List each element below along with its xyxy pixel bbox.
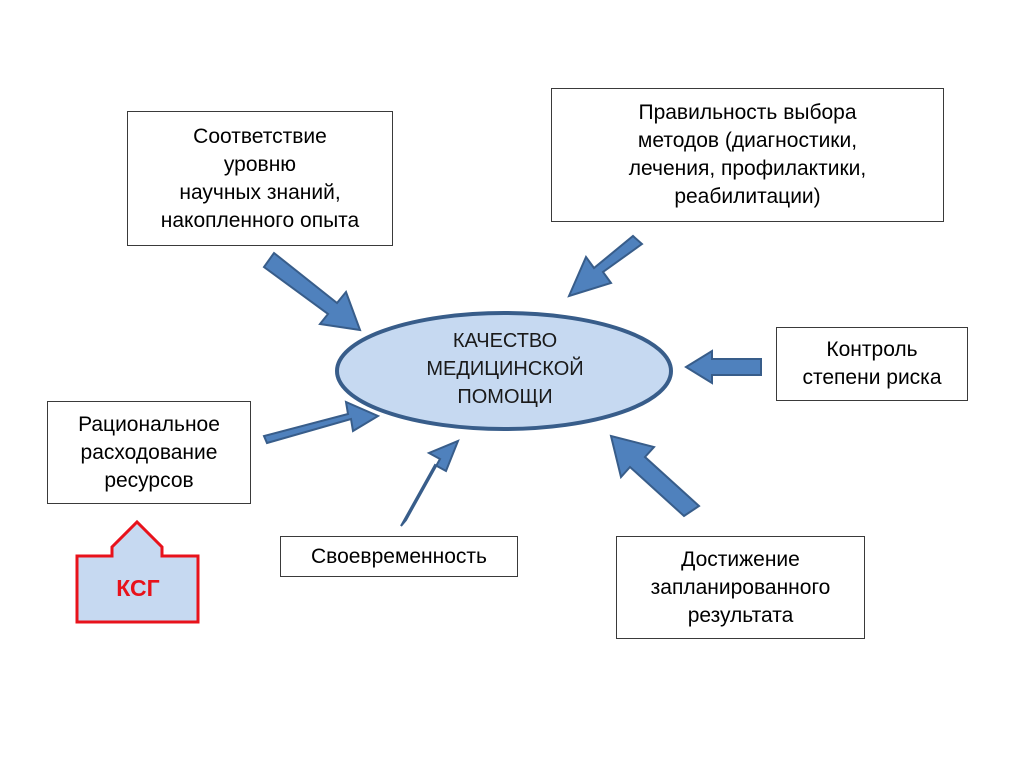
box-science-line-4: накопленного опыта bbox=[160, 208, 360, 232]
box-risk: Контроль степени риска bbox=[776, 327, 968, 401]
box-resources-line-2: расходование bbox=[80, 440, 218, 464]
box-result-line-3: результата bbox=[687, 603, 794, 627]
arrow-from-science bbox=[262, 251, 362, 332]
box-timeliness: Своевременность bbox=[280, 536, 518, 577]
box-methods-line-4: реабилитации) bbox=[674, 185, 821, 208]
center-line-2: МЕДИЦИНСКОЙ bbox=[426, 358, 584, 380]
center-title: КАЧЕСТВО МЕДИЦИНСКОЙ ПОМОЩИ bbox=[340, 327, 670, 411]
box-resources-line-1: Рациональное bbox=[78, 412, 220, 436]
box-result-line-1: Достижение bbox=[681, 547, 800, 571]
box-science-line-2: уровню bbox=[223, 152, 297, 176]
box-timeliness-line-1: Своевременность bbox=[310, 544, 487, 568]
box-science-line-1: Соответствие bbox=[193, 124, 327, 148]
arrow-from-result bbox=[609, 434, 701, 518]
box-methods: Правильность выбора методов (диагностики… bbox=[551, 88, 944, 222]
box-risk-line-1: Контроль bbox=[826, 338, 918, 361]
center-line-1: КАЧЕСТВО bbox=[452, 330, 558, 352]
box-result: Достижение запланированного результата bbox=[616, 536, 865, 639]
center-line-3: ПОМОЩИ bbox=[457, 386, 553, 408]
ksg-label: КСГ bbox=[116, 575, 160, 601]
box-science-line-3: научных знаний, bbox=[179, 180, 341, 204]
box-methods-line-3: лечения, профилактики, bbox=[628, 157, 867, 180]
box-risk-line-2: степени риска bbox=[802, 366, 942, 389]
box-science: Соответствие уровню научных знаний, нако… bbox=[127, 111, 393, 246]
box-resources-line-3: ресурсов bbox=[104, 468, 194, 492]
arrow-from-methods bbox=[567, 234, 644, 298]
ksg-up-arrow-shape bbox=[75, 519, 200, 624]
arrow-from-resources bbox=[262, 400, 381, 445]
center-ellipse bbox=[335, 311, 673, 431]
box-methods-line-2: методов (диагностики, bbox=[637, 129, 858, 152]
arrow-from-risk bbox=[684, 349, 762, 385]
box-result-line-2: запланированного bbox=[650, 575, 831, 599]
box-resources: Рациональное расходование ресурсов bbox=[47, 401, 251, 504]
arrow-from-timeliness bbox=[400, 439, 460, 527]
box-methods-line-1: Правильность выбора bbox=[638, 101, 857, 124]
